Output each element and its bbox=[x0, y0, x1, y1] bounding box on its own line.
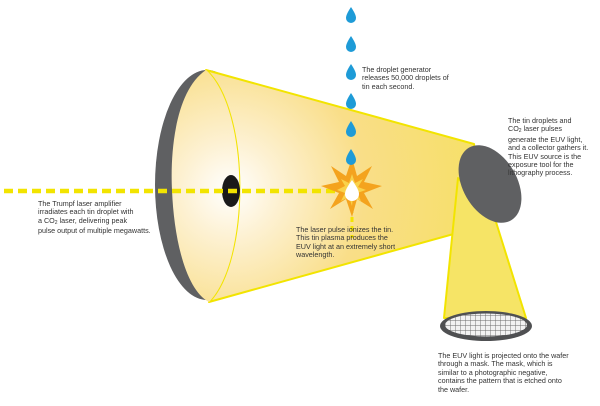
laser-caption-line-3b: laser, delivering peak bbox=[57, 215, 128, 225]
collector-mirror-icon bbox=[458, 145, 522, 223]
euv-collector-caption: The tin droplets and CO2 laser pulses ge… bbox=[508, 116, 596, 178]
droplet-icon bbox=[346, 149, 356, 165]
droplet-column bbox=[346, 7, 356, 165]
collector-caption-line-1: The tin droplets and bbox=[508, 116, 572, 125]
droplet-icon bbox=[346, 121, 356, 137]
laser-caption-line-3a: a CO bbox=[38, 215, 55, 225]
tin-plasma-caption: The laser pulse ionizes the tin. This ti… bbox=[296, 225, 396, 260]
collector-caption-subscript: 2 bbox=[518, 128, 522, 135]
laser-caption-line-1: The Trumpf laser amplifier bbox=[38, 199, 122, 208]
droplet-icon bbox=[346, 36, 356, 52]
mask-projection-caption: The EUV light is projected onto the wafe… bbox=[438, 351, 569, 394]
laser-amplifier-caption: The Trumpf laser amplifier irradiates ea… bbox=[38, 199, 178, 236]
laser-caption-subscript: 2 bbox=[54, 219, 58, 226]
droplet-icon bbox=[346, 64, 356, 80]
collector-caption-line-4: and a collector gathers it. bbox=[508, 143, 589, 153]
droplet-icon bbox=[346, 7, 356, 23]
collector-caption-line-6: exposure tool for the bbox=[508, 160, 574, 170]
droplet-generator-caption: The droplet generator releases 50,000 dr… bbox=[362, 65, 449, 91]
mask-grid-icon bbox=[445, 313, 527, 337]
plasma-droplet-icon bbox=[345, 180, 359, 201]
collector-caption-line-2b: laser pulses bbox=[521, 124, 562, 134]
dish-inner-face bbox=[171, 70, 240, 302]
collector-caption-line-5: This EUV source is the bbox=[508, 151, 582, 161]
droplet-icon bbox=[346, 93, 356, 109]
collector-caption-line-3: generate the EUV light, bbox=[508, 134, 583, 144]
laser-caption-line-2: irradiates each tin droplet with bbox=[38, 207, 134, 217]
collector-caption-line-2a: CO bbox=[508, 124, 519, 134]
laser-caption-line-4: pulse output of multiple megawatts. bbox=[38, 226, 151, 236]
collector-caption-line-7: lithography process. bbox=[508, 168, 573, 178]
